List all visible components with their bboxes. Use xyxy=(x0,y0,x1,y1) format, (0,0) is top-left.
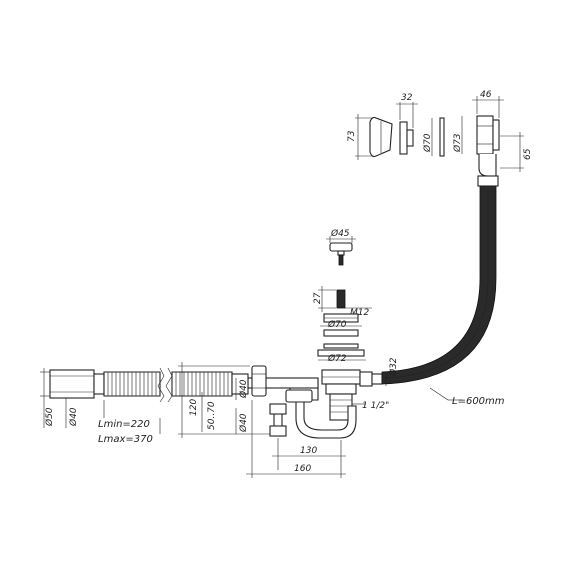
dim-outlet: Ø72 xyxy=(327,353,347,364)
trap-outlet-nut xyxy=(251,365,267,397)
threaded-rod xyxy=(336,289,346,309)
dim-overflow-body: Ø73 xyxy=(452,133,463,153)
overflow-elbow-body xyxy=(476,115,494,155)
hose-cuff xyxy=(49,369,95,399)
dim-elbow-height: 65 xyxy=(523,148,533,160)
dim-thread-size: 1 1/2" xyxy=(362,401,389,411)
dim-elbow-depth: 46 xyxy=(480,90,492,100)
dim-strainer: Ø70 xyxy=(327,319,347,330)
dim-width-130: 130 xyxy=(300,446,317,456)
dim-overflow-depth: 32 xyxy=(401,93,413,103)
hose-length-label: L=600mm xyxy=(452,396,505,407)
overflow-gasket xyxy=(439,117,445,157)
outlet-body: Ø32 1 1/2" xyxy=(321,357,399,421)
hose-length-max: Lmax=370 xyxy=(98,434,153,445)
trap-nut xyxy=(269,403,287,415)
corrugated-hose xyxy=(49,367,249,403)
overflow-assembly: 32 73 Ø70 Ø73 46 65 xyxy=(347,90,533,177)
dim-hose-outer: Ø50 xyxy=(44,407,55,427)
dim-trap-b: Ø40 xyxy=(238,413,249,433)
stopper-spring xyxy=(338,254,344,266)
stopper-assembly: Ø45 27 M12 Ø70 Ø72 xyxy=(313,228,372,364)
dim-overflow-height: 73 xyxy=(347,130,357,142)
dim-trap-a: Ø40 xyxy=(238,379,249,399)
outlet-side-nut xyxy=(359,371,373,387)
dim-overflow-flange: Ø70 xyxy=(422,133,433,153)
dim-width-160: 160 xyxy=(294,464,311,474)
dim-height-range: 50..70 xyxy=(207,401,217,430)
siphon-trap xyxy=(247,365,357,439)
dim-thread: M12 xyxy=(350,308,369,318)
overflow-flange xyxy=(399,121,408,155)
dim-stopper: Ø45 xyxy=(330,228,350,239)
dim-pipe: Ø32 xyxy=(388,357,399,377)
dim-thread-length: 27 xyxy=(313,292,323,304)
dim-height-120: 120 xyxy=(189,399,199,416)
hose-length-min: Lmin=220 xyxy=(98,419,150,430)
dim-hose-inner: Ø40 xyxy=(68,407,79,427)
overflow-hose xyxy=(381,175,499,385)
stopper-plug xyxy=(329,242,353,252)
